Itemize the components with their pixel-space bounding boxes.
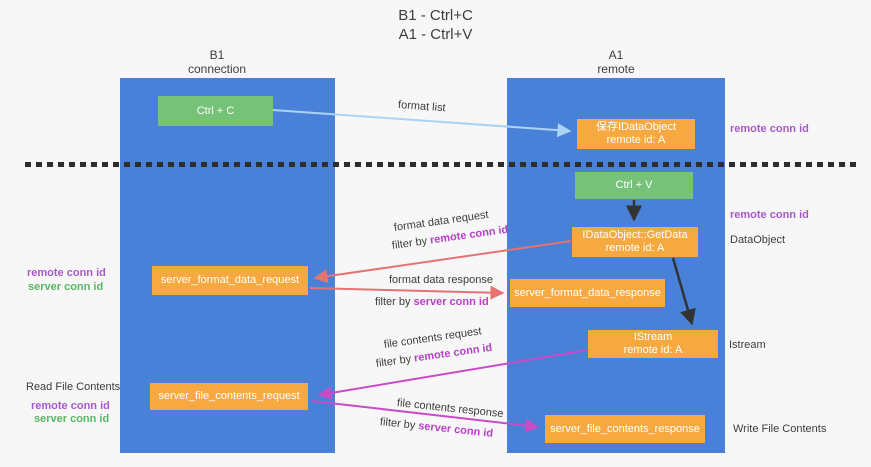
write-file-contents-label: Write File Contents — [733, 423, 827, 435]
filter-by-text: filter by — [379, 416, 416, 432]
title-line-1: B1 - Ctrl+C — [398, 7, 473, 24]
server-format-data-response-label: server_format_data_response — [514, 286, 661, 299]
dashed-separator-line — [25, 162, 858, 167]
ctrl-c-box: Ctrl + C — [158, 96, 273, 126]
title-line-2: A1 - Ctrl+V — [398, 26, 473, 43]
ctrl-c-label: Ctrl + C — [196, 104, 235, 117]
left-server-conn-id-bottom: server conn id — [34, 413, 110, 425]
filter-by-text: filter by — [375, 296, 411, 308]
istream-line1: IStream — [633, 331, 673, 343]
server-file-contents-response-box: server_file_contents_response — [545, 415, 705, 443]
dataobject-label: DataObject — [730, 234, 786, 246]
ctrl-v-label: Ctrl + V — [615, 179, 653, 191]
server-conn-id-key: server conn id — [413, 296, 489, 308]
getdata-line1: IDataObject::GetData — [582, 229, 688, 241]
filter-by-text: filter by — [375, 353, 412, 370]
lane-a1-role: remote — [597, 62, 635, 76]
left-server-conn-id: server conn id — [28, 281, 104, 293]
server-format-data-request-label: server_format_data_request — [160, 274, 300, 286]
filter-by-text: filter by — [391, 235, 428, 252]
save-idataobject-line2: remote id: A — [606, 134, 666, 146]
read-file-contents-label: Read File Contents — [26, 381, 121, 393]
getdata-line2: remote id: A — [605, 242, 665, 254]
server-format-data-response-box: server_format_data_response — [510, 279, 665, 307]
format-data-response-arrow — [309, 285, 505, 300]
lane-header-b1: B1 connection — [120, 48, 314, 76]
right-remote-conn-id-top: remote conn id — [730, 123, 809, 135]
idataobject-getdata-box: IDataObject::GetData remote id: A — [572, 227, 698, 257]
left-remote-conn-id-bottom: remote conn id — [31, 400, 110, 412]
server-conn-id-key: server conn id — [417, 420, 494, 440]
server-file-contents-response-label: server_file_contents_response — [550, 422, 700, 435]
left-remote-conn-id: remote conn id — [27, 267, 106, 279]
right-remote-conn-id-mid: remote conn id — [730, 209, 809, 221]
diagram-title: B1 - Ctrl+C A1 - Ctrl+V — [0, 6, 871, 44]
istream-box: IStream remote id: A — [588, 330, 718, 358]
save-idataobject-line1: 保存IDataObject — [595, 121, 677, 133]
server-file-contents-request-box: server_file_contents_request — [150, 383, 308, 410]
server-file-contents-request-label: server_file_contents_request — [158, 390, 300, 402]
istream-side-label: Istream — [729, 339, 766, 351]
save-idataobject-box: 保存IDataObject remote id: A — [577, 119, 695, 149]
istream-line2: remote id: A — [623, 344, 683, 356]
lane-header-a1: A1 remote — [507, 48, 725, 76]
lane-a1-name: A1 — [608, 48, 624, 62]
format-list-label: format list — [397, 99, 446, 115]
server-format-data-request-box: server_format_data_request — [152, 266, 308, 295]
lane-b1-name: B1 — [209, 48, 225, 62]
file-contents-response-label: file contents response — [396, 397, 505, 421]
ctrl-v-box: Ctrl + V — [575, 172, 693, 199]
lane-b1-role: connection — [187, 62, 247, 76]
format-data-response-label: format data response — [389, 274, 493, 286]
